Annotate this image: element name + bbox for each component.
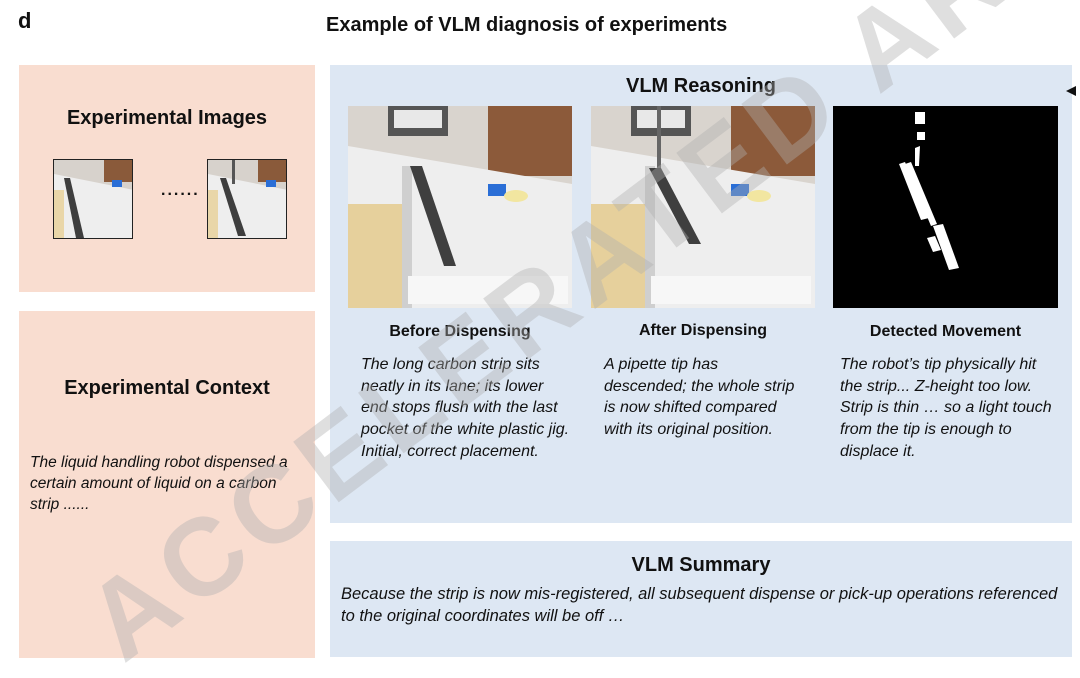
thumbnail-image-last bbox=[207, 159, 287, 239]
experimental-context-title: Experimental Context bbox=[64, 377, 270, 399]
lab-thumbnail-graphic bbox=[208, 160, 286, 238]
experimental-context-text: The liquid handling robot dispensed a ce… bbox=[30, 454, 288, 513]
detected-movement-mask bbox=[833, 106, 1058, 308]
arrow-pointer-icon bbox=[1066, 86, 1076, 96]
detected-movement-text: The robot’s tip physically hit the strip… bbox=[840, 356, 1052, 460]
thumbnail-image-first bbox=[53, 159, 133, 239]
vlm-summary-box: VLM Summary Because the strip is now mis… bbox=[330, 541, 1072, 657]
detected-movement-label: Detected Movement bbox=[869, 323, 1022, 340]
vlm-summary-text: Because the strip is now mis-registered,… bbox=[341, 585, 1058, 625]
before-dispensing-label: Before Dispensing bbox=[389, 323, 531, 340]
experimental-context-box: Experimental Context The liquid handling… bbox=[19, 311, 315, 658]
experimental-images-title: Experimental Images bbox=[66, 107, 268, 129]
ellipsis-dots: ...... bbox=[161, 182, 200, 199]
vlm-reasoning-box: VLM Reasoning bbox=[330, 65, 1072, 523]
movement-mask-graphic bbox=[833, 106, 1058, 308]
after-dispensing-photo bbox=[591, 106, 815, 308]
vlm-summary-title: VLM Summary bbox=[631, 554, 771, 576]
lab-bench-graphic bbox=[348, 106, 572, 308]
lab-bench-graphic bbox=[591, 106, 815, 308]
lab-thumbnail-graphic bbox=[54, 160, 132, 238]
before-dispensing-photo bbox=[348, 106, 572, 308]
after-dispensing-label: After Dispensing bbox=[638, 322, 767, 339]
panel-letter: d bbox=[18, 8, 32, 33]
vlm-reasoning-title: VLM Reasoning bbox=[625, 75, 776, 97]
before-dispensing-text: The long carbon strip sits neatly in its… bbox=[361, 356, 570, 460]
experimental-images-box: Experimental Images ...... bbox=[19, 65, 315, 292]
after-dispensing-text: A pipette tip has descended; the whole s… bbox=[604, 356, 795, 439]
figure-title: Example of VLM diagnosis of experiments bbox=[326, 14, 728, 36]
